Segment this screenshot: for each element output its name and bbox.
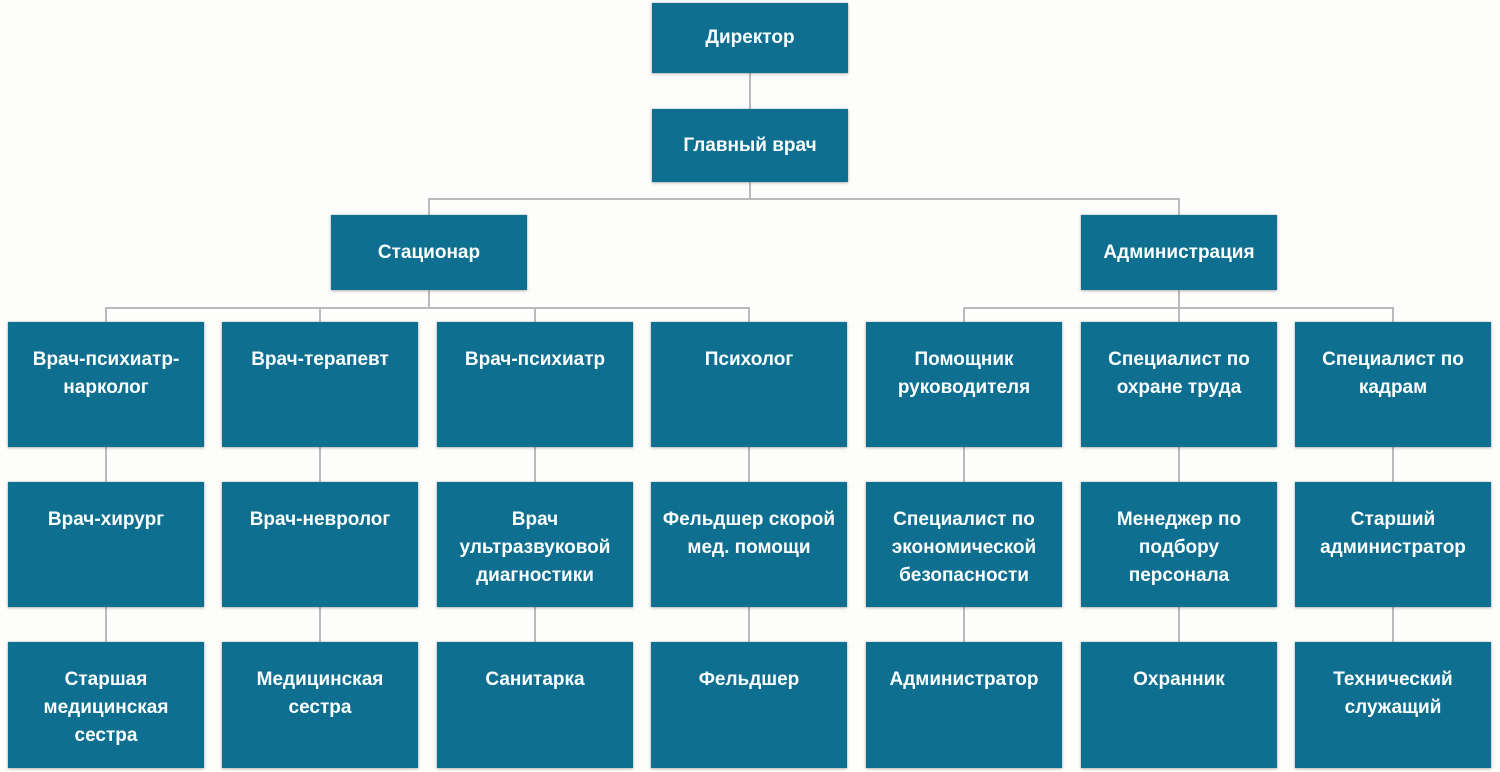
org-node-label: Технический служащий <box>1333 669 1453 718</box>
org-node-hr-specialist: Специалист по кадрам <box>1295 322 1491 447</box>
org-node-recruiting-manager: Менеджер по подбору персонала <box>1081 482 1277 607</box>
org-node-label: Администрация <box>1103 241 1255 263</box>
org-node-label: Помощник руководителя <box>897 349 1031 398</box>
org-node-label: Стационар <box>377 241 481 263</box>
connector-level2-branches <box>428 182 1180 215</box>
org-node-nurse: Медицинская сестра <box>222 642 418 768</box>
org-node-label: Главный врач <box>683 134 817 156</box>
org-node-branch-administration: Администрация <box>1081 215 1277 290</box>
org-node-head-nurse: Старшая медицинская сестра <box>8 642 204 768</box>
org-node-psychiatrist: Врач-психиатр <box>437 322 633 447</box>
org-node-label: Медицинская сестра <box>256 669 384 718</box>
org-node-label: Администратор <box>889 669 1039 690</box>
connector-columns-top-middle <box>105 447 1394 482</box>
org-node-label: Врач-психиатр-нарколог <box>32 349 180 398</box>
org-node-economic-security-specialist: Специалист по экономической безопасности <box>866 482 1062 607</box>
org-node-label: Врач-психиатр <box>464 349 606 370</box>
org-node-administrator: Администратор <box>866 642 1062 768</box>
connector-administration-children <box>963 290 1394 322</box>
org-node-label: Охранник <box>1133 669 1225 690</box>
connector-columns-middle-bottom <box>105 607 1394 642</box>
org-node-label: Психолог <box>704 349 794 370</box>
org-node-ultrasound-doctor: Врач ультразвуковой диагностики <box>437 482 633 607</box>
org-node-label: Санитарка <box>485 669 585 690</box>
connector-inpatient-children <box>105 290 750 322</box>
org-node-label: Старший администратор <box>1320 509 1466 558</box>
org-node-label: Менеджер по подбору персонала <box>1116 509 1242 586</box>
org-node-label: Специалист по кадрам <box>1322 349 1464 398</box>
org-node-orderly: Санитарка <box>437 642 633 768</box>
org-node-assistant-to-director: Помощник руководителя <box>866 322 1062 447</box>
org-node-neurologist: Врач-невролог <box>222 482 418 607</box>
org-node-label: Врач ультразвуковой диагностики <box>459 509 611 586</box>
org-node-surgeon: Врач-хирург <box>8 482 204 607</box>
org-node-chief-physician: Главный врач <box>652 109 848 182</box>
org-node-label: Фельдшер <box>698 669 800 690</box>
org-node-psychiatrist-narcologist: Врач-психиатр-нарколог <box>8 322 204 447</box>
org-node-label: Специалист по экономической безопасности <box>891 509 1037 586</box>
org-node-therapist: Врач-терапевт <box>222 322 418 447</box>
org-node-label: Врач-невролог <box>249 509 391 530</box>
org-node-psychologist: Психолог <box>651 322 847 447</box>
org-node-label: Старшая медицинская сестра <box>43 669 169 746</box>
org-node-paramedic: Фельдшер <box>651 642 847 768</box>
org-node-director: Директор <box>652 3 848 73</box>
org-node-label: Врач-терапевт <box>251 349 389 370</box>
org-node-technical-worker: Технический служащий <box>1295 642 1491 768</box>
org-node-branch-inpatient: Стационар <box>331 215 527 290</box>
org-node-label: Специалист по охране труда <box>1108 349 1250 398</box>
org-node-label: Директор <box>705 27 795 48</box>
org-node-labor-safety-specialist: Специалист по охране труда <box>1081 322 1277 447</box>
org-node-senior-administrator: Старший администратор <box>1295 482 1491 607</box>
org-node-security-guard: Охранник <box>1081 642 1277 768</box>
org-node-ambulance-paramedic: Фельдшер скорой мед. помощи <box>651 482 847 607</box>
org-node-label: Врач-хирург <box>47 509 165 530</box>
org-node-label: Фельдшер скорой мед. помощи <box>662 509 836 558</box>
